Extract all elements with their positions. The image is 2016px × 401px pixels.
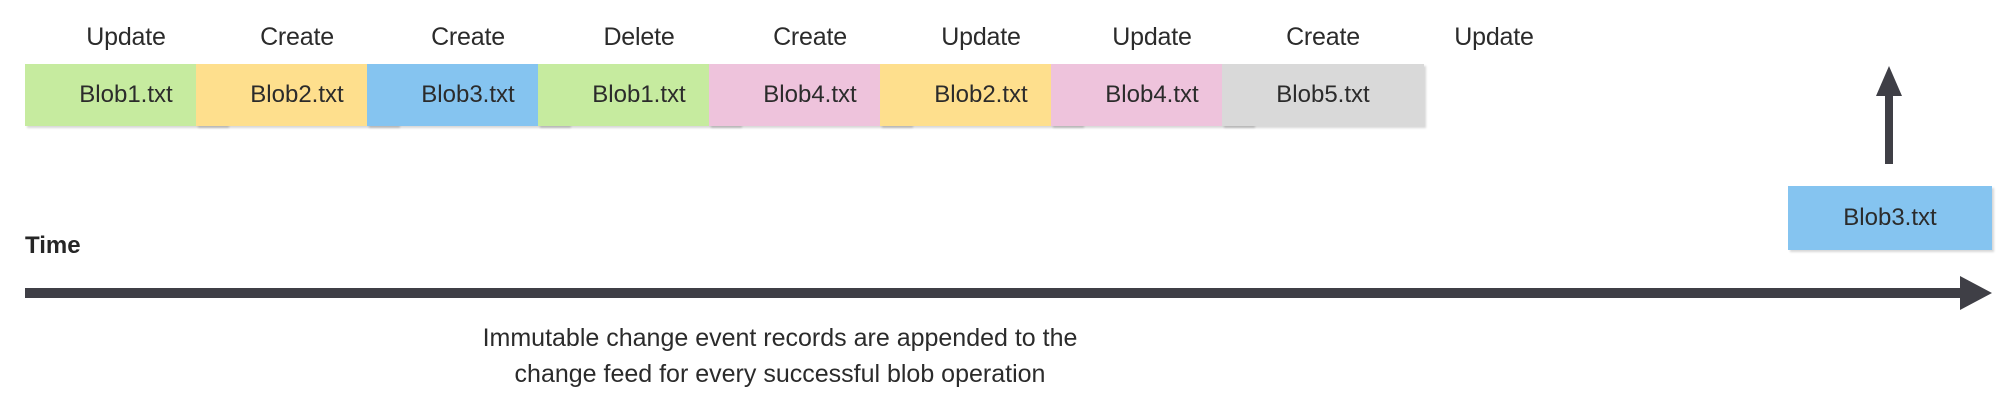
time-axis-arrow-icon — [22, 276, 1994, 310]
event-operation-label: Create — [773, 23, 847, 51]
appended-record-blob-name: Blob3.txt — [1843, 204, 1937, 231]
event-column-6: Update Blob2.txt — [880, 22, 1082, 132]
append-up-arrow-icon — [1876, 66, 1902, 164]
event-column-8: Create Blob5.txt — [1222, 22, 1424, 132]
event-column-1: Update Blob1.txt — [25, 22, 227, 132]
event-blob-box: Blob1.txt — [25, 64, 227, 126]
event-column-3: Create Blob3.txt — [367, 22, 569, 132]
appended-change-record-box: Blob3.txt — [1788, 186, 1992, 250]
caption-line-1: Immutable change event records are appen… — [482, 324, 1078, 352]
event-blob-name: Blob4.txt — [763, 81, 857, 108]
event-column-7: Update Blob4.txt — [1051, 22, 1253, 132]
event-operation-label: Update — [941, 23, 1021, 51]
event-operation-label: Update — [1112, 23, 1192, 51]
event-operation-label: Create — [431, 23, 505, 51]
event-blob-box: Blob2.txt — [880, 64, 1082, 126]
event-blob-name: Blob1.txt — [592, 81, 686, 108]
event-operation-label: Update — [86, 23, 166, 51]
event-blob-box: Blob3.txt — [367, 64, 569, 126]
event-blob-box: Blob4.txt — [1051, 64, 1253, 126]
event-blob-name: Blob1.txt — [79, 81, 173, 108]
time-axis-label: Time — [25, 232, 81, 259]
event-blob-box: Blob4.txt — [709, 64, 911, 126]
event-operation-label: Delete — [603, 23, 675, 51]
event-blob-name: Blob5.txt — [1276, 81, 1370, 108]
event-operation-label: Update — [1454, 23, 1534, 51]
event-operation-label: Create — [1286, 23, 1360, 51]
event-column-9: Update — [1393, 22, 1595, 132]
event-column-2: Create Blob2.txt — [196, 22, 398, 132]
event-blob-box: Blob1.txt — [538, 64, 740, 126]
event-blob-box: Blob5.txt — [1222, 64, 1424, 126]
caption-line-2: change feed for every successful blob op… — [514, 360, 1046, 388]
event-blob-name: Blob3.txt — [421, 81, 515, 108]
event-blob-name: Blob2.txt — [250, 81, 344, 108]
diagram-caption: Immutable change event records are appen… — [330, 320, 1230, 392]
event-blob-box: Blob2.txt — [196, 64, 398, 126]
event-operation-label: Create — [260, 23, 334, 51]
event-column-5: Create Blob4.txt — [709, 22, 911, 132]
event-blob-name: Blob2.txt — [934, 81, 1028, 108]
event-column-4: Delete Blob1.txt — [538, 22, 740, 132]
event-blob-name: Blob4.txt — [1105, 81, 1199, 108]
